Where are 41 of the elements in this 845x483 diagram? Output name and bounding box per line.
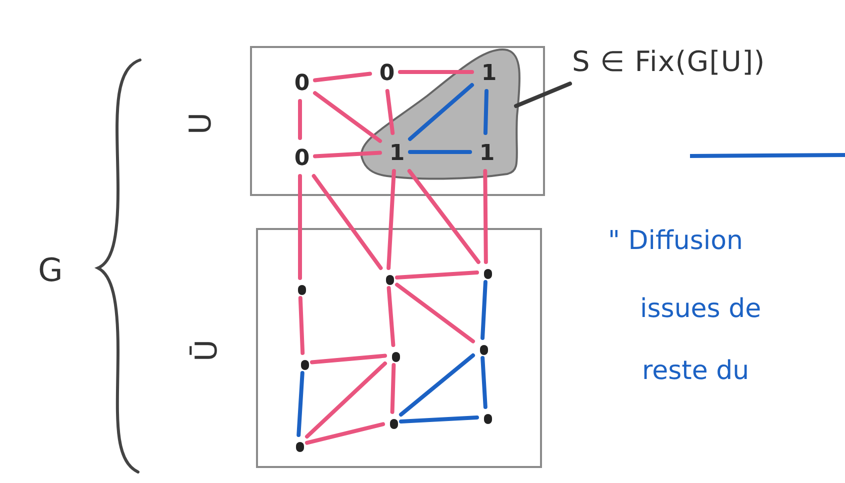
set-label: Ū: [188, 340, 226, 362]
graph-edge: [298, 296, 305, 355]
graph-edge: [298, 99, 302, 140]
graph-edge: [395, 270, 479, 280]
annotation-text: S ∈ Fix(G[U]): [572, 44, 766, 80]
graph-label: G: [38, 250, 63, 291]
graph-edge: [313, 150, 382, 158]
graph-edge: [483, 169, 488, 264]
graph-edge: [386, 286, 396, 347]
graph-edge: [407, 169, 480, 264]
graph-edge: [305, 361, 387, 439]
graph-edge: [390, 363, 396, 414]
vertex-value: 0: [294, 73, 310, 95]
graph-edge: [296, 371, 304, 437]
graph-edge: [310, 354, 387, 364]
graph-edge: [313, 91, 382, 143]
graph-edge: [395, 282, 475, 344]
vertex-value: 1: [389, 143, 405, 165]
handwritten-note: " Diffusion: [608, 225, 744, 258]
graph-edge: [305, 422, 385, 445]
graph-edge: [399, 415, 479, 424]
graph-edge: [386, 169, 396, 270]
graph-edge: [312, 174, 383, 270]
graph-edge: [408, 83, 474, 141]
graph-edge: [399, 353, 475, 417]
graph-edge: [298, 174, 302, 280]
graph-edge: [398, 70, 474, 74]
handwritten-note: reste du: [642, 355, 750, 388]
set-label: U: [182, 112, 220, 134]
graph-edge: [385, 89, 395, 135]
leader-line: [514, 82, 572, 108]
handwritten-note: issues de: [640, 293, 762, 326]
graph-edge: [480, 356, 488, 409]
vertex-value: 0: [379, 63, 395, 85]
graph-edge: [408, 150, 472, 154]
graph-edge: [313, 72, 372, 82]
graph-edge: [483, 89, 489, 135]
vertex-value: 1: [481, 63, 497, 85]
graph-edge: [480, 280, 488, 340]
vertex-value: 1: [479, 143, 495, 165]
vertex-value: 0: [294, 148, 310, 170]
